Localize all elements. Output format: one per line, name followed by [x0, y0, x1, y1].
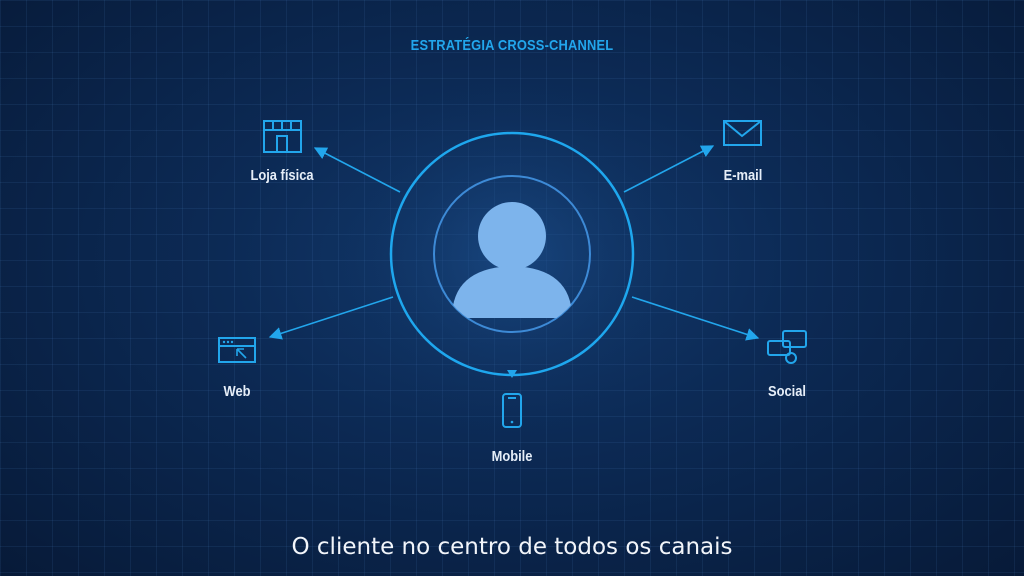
storefront-icon: [263, 120, 302, 153]
user-avatar-icon: [452, 202, 572, 318]
channel-label-email: E-mail: [723, 167, 763, 184]
channel-label-social: Social: [767, 383, 807, 400]
arrow-web: [268, 296, 394, 340]
channel-label-mobile: Mobile: [491, 448, 533, 465]
browser-window-icon: [218, 337, 256, 363]
arrow-email: [623, 145, 715, 193]
channel-label-store: Loja física: [250, 167, 314, 184]
customer-hub: [389, 131, 635, 377]
envelope-icon: [723, 120, 762, 146]
smartphone-icon: [502, 393, 522, 428]
inner-ring: [433, 175, 591, 333]
arrow-store: [313, 147, 401, 193]
chat-bubbles-icon: [767, 330, 807, 364]
channel-label-web: Web: [223, 383, 251, 400]
arrow-social: [631, 296, 760, 341]
caption: O cliente no centro de todos os canais: [291, 534, 733, 560]
diagram-title: ESTRATÉGIA CROSS-CHANNEL: [410, 37, 614, 54]
arrow-mobile: [507, 370, 517, 378]
